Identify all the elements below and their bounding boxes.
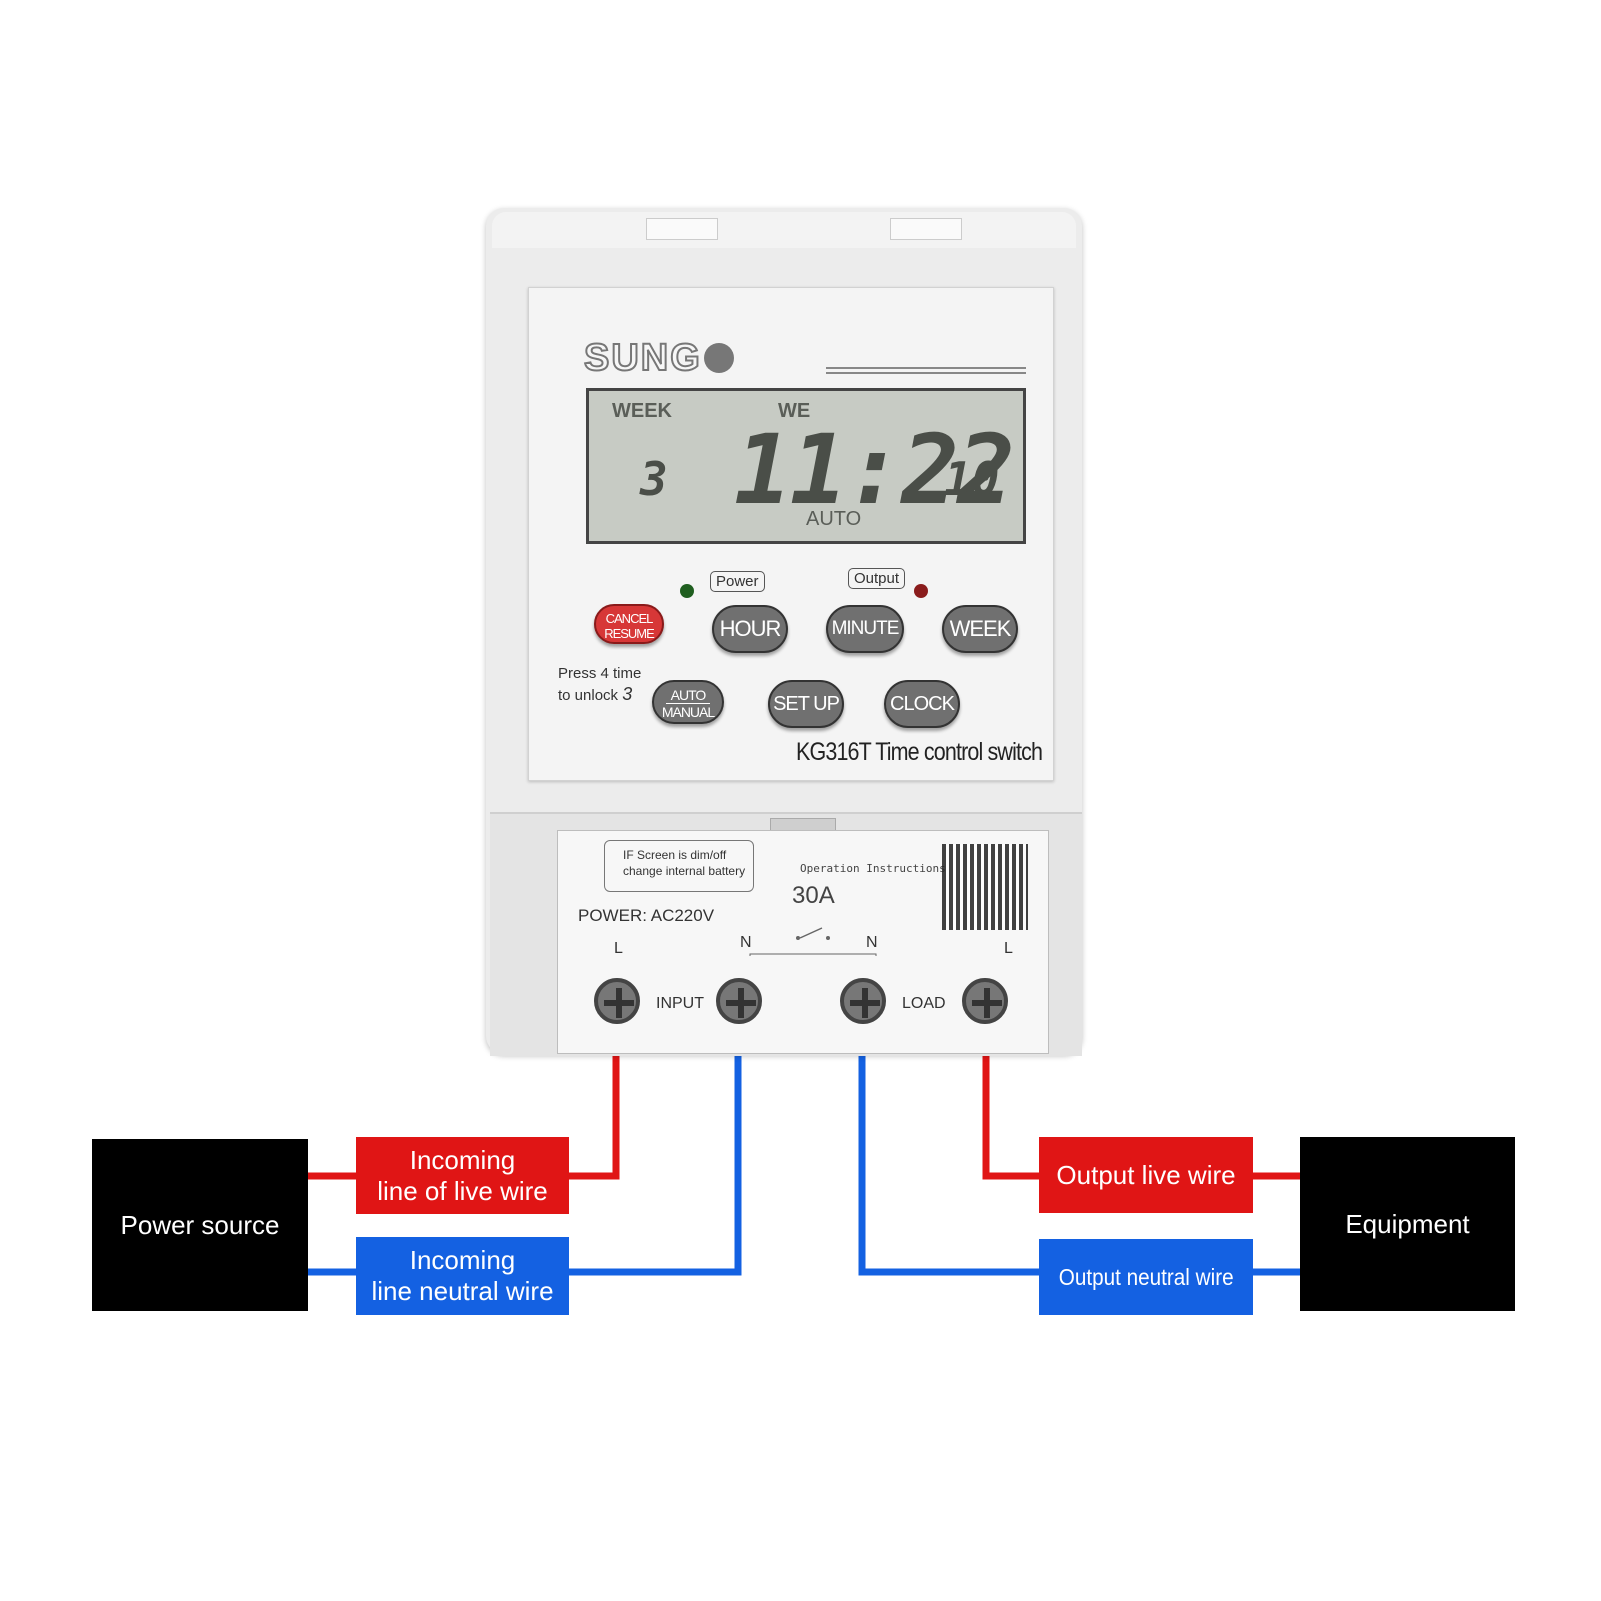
input-label: INPUT [656,995,704,1012]
unlock-hint: Press 4 time to unlock 3 [558,664,641,706]
terminal-n-load: N [866,934,878,951]
brand-bolt-icon [703,343,734,373]
power-rating: POWER: AC220V [578,906,715,925]
lcd-display [586,388,1026,544]
terminal-l-load: L [1004,940,1013,957]
terminal-l-input: L [614,940,623,957]
clock-button[interactable]: CLOCK [884,680,960,728]
terminal-n-input: N [740,934,752,951]
hour-button[interactable]: HOUR [712,605,788,653]
output-neutral-label: Output neutral wire [1058,1263,1234,1290]
cancel-resume-button[interactable]: CANCEL RESUME [594,604,664,644]
load-label: LOAD [902,995,946,1012]
lcd-mode: AUTO [806,508,862,530]
week-button[interactable]: WEEK [942,605,1018,653]
incoming-neutral-box: Incoming line neutral wire [356,1237,569,1315]
resume-label: RESUME [604,626,655,641]
terminal-screw-input-neutral[interactable] [716,978,762,1024]
unlock-line-1: Press 4 time [558,665,642,682]
auto-label: AUTO [666,687,710,704]
unlock-line-2-text: to unlock [558,687,619,704]
current-rating: 30A [792,882,835,909]
logo-underline [826,367,1026,374]
top-clip-right [890,218,962,240]
incoming-live-line-1: Incoming [409,1144,516,1175]
lcd-day-digit: 3 [640,452,668,506]
device-top-cap [492,212,1076,248]
brand-text: SUNG [583,336,702,380]
power-led [680,584,694,598]
unlock-glyph: 3 [622,684,633,704]
terminal-screw-input-live[interactable] [594,978,640,1024]
terminal-screw-load-neutral[interactable] [840,978,886,1024]
incoming-live-line-2: line of live wire [377,1175,548,1206]
output-led [914,584,928,598]
auto-manual-button[interactable]: AUTO MANUAL [652,680,724,724]
incoming-neutral-line-1: Incoming [409,1245,516,1275]
output-live-box: Output live wire [1039,1137,1253,1213]
incoming-neutral-line-2: line neutral wire [371,1276,554,1306]
battery-note-line-2: change internal battery [623,864,746,878]
lcd-day-indicator: WE [778,400,811,422]
lcd-week-label: WEEK [612,400,672,422]
lcd-seconds: 10 [944,452,1000,506]
power-indicator-label: Power [710,571,765,592]
lcd-time: 11:22 [734,414,1015,526]
minute-button[interactable]: MINUTE [826,605,904,653]
output-neutral-box: Output neutral wire [1039,1239,1253,1315]
equipment-box: Equipment [1300,1137,1515,1311]
terminal-screw-load-live[interactable] [962,978,1008,1024]
setup-button[interactable]: SET UP [768,680,844,728]
output-indicator-label: Output [848,568,906,589]
switch-symbol [749,927,877,956]
model-label: KG316T Time control switch [796,738,1043,766]
brand-logo: SUNG [583,336,734,380]
unlock-line-2: to unlock 3 [558,684,641,706]
battery-note: IF Screen is dim/off change internal bat… [604,840,754,892]
incoming-live-box: Incoming line of live wire [356,1137,569,1214]
operation-instructions: Operation Instructions [800,862,946,875]
output-live-label: Output live wire [1056,1159,1236,1190]
top-clip-left [646,218,718,240]
cancel-label: CANCEL [605,611,654,626]
power-source-box: Power source [92,1139,308,1311]
qr-code [942,844,1028,930]
manual-label: MANUAL [661,704,715,720]
equipment-label: Equipment [1345,1208,1470,1239]
power-source-label: Power source [120,1209,280,1240]
battery-note-line-1: IF Screen is dim/off [623,848,727,862]
